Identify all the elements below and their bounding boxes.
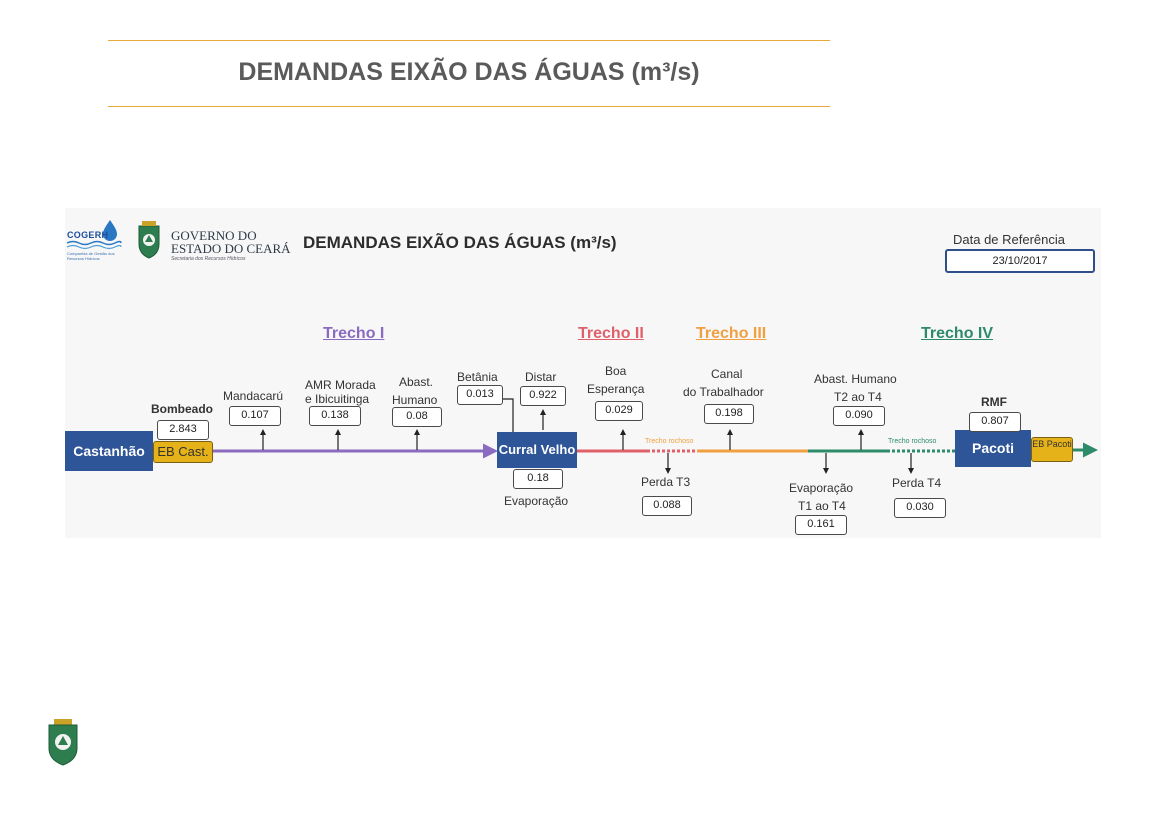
gov-name-line2: ESTADO DO CEARÁ (171, 241, 291, 256)
gov-name-line1: GOVERNO DO (171, 228, 257, 243)
trecho-4-label: Trecho IV (921, 325, 994, 342)
canal-label-line1: Canal (711, 367, 743, 381)
boa-esperanca-label-line1: Boa (605, 364, 627, 378)
abast1-label-line2: Humano (392, 393, 438, 407)
slide-title: DEMANDAS EIXÃO DAS ÁGUAS (m³/s) (238, 58, 700, 86)
node-castanhao: Castanhão (65, 431, 153, 471)
gov-secretariat: Secretaria dos Recursos Hídricos (171, 256, 246, 262)
betania-value: 0.013 (457, 385, 503, 405)
title-rule-top (108, 40, 830, 41)
trecho-2-label: Trecho II (578, 325, 644, 342)
rmf-label: RMF (981, 395, 1007, 409)
perda-t3-label: Perda T3 (641, 475, 691, 489)
waves-icon (66, 240, 122, 250)
rmf-value: 0.807 (969, 412, 1021, 432)
canal-label-line2: do Trabalhador (683, 385, 764, 399)
title-rule-bottom (108, 106, 830, 107)
mandacaru-label: Mandacarú (223, 389, 284, 403)
flow-diagram-lines (213, 389, 1098, 474)
canal-value: 0.198 (704, 404, 754, 424)
node-curral-velho: Curral Velho (497, 432, 577, 468)
cogerh-wordmark: COGERH (67, 230, 109, 240)
cogerh-logo: COGERH Companhia de Gestão dos Recursos … (65, 208, 127, 270)
node-eb-castanhao: EB Cast. (153, 441, 213, 463)
abast2-value: 0.090 (833, 406, 885, 426)
cogerh-subtitle: Companhia de Gestão dos Recursos Hídrico… (67, 251, 115, 261)
amr-value: 0.138 (309, 406, 361, 426)
diagram-title: DEMANDAS EIXÃO DAS ÁGUAS (m³/s) (303, 233, 617, 252)
boa-esperanca-value: 0.029 (595, 401, 643, 421)
perda-t4-value: 0.030 (894, 498, 946, 518)
bombeado-label: Bombeado (151, 402, 214, 416)
evaporacao-t1t4-label-line2: T1 ao T4 (798, 499, 846, 513)
evaporacao-t1t4-label-line1: Evaporação (789, 481, 854, 495)
evaporacao-curral-value: 0.18 (513, 469, 563, 489)
node-eb-pacoti: EB Pacoti (1031, 437, 1073, 462)
reference-date-value: 23/10/2017 (945, 249, 1095, 273)
footer-crest-icon (48, 719, 78, 766)
ceara-crest-icon (138, 221, 160, 259)
amr-label-line1: AMR Morada (305, 378, 376, 392)
betania-label: Betânia (457, 370, 498, 384)
amr-label-line2: e Ibicuitinga (305, 392, 370, 406)
diagram-panel: COGERH Companhia de Gestão dos Recursos … (65, 208, 1101, 538)
abast2-label-line2: T2 ao T4 (834, 390, 882, 404)
perda-t4-label: Perda T4 (892, 476, 942, 490)
trecho-1-label: Trecho I (323, 325, 385, 342)
abast1-value: 0.08 (392, 407, 442, 427)
abast1-label-line1: Abast. (399, 375, 434, 389)
rocky-stretch-label-1: Trecho rochoso (645, 438, 694, 445)
mandacaru-value: 0.107 (229, 406, 281, 426)
perda-t3-value: 0.088 (642, 496, 692, 516)
boa-esperanca-label-line2: Esperança (587, 382, 645, 396)
water-drop-icon (103, 220, 117, 241)
bombeado-value: 2.843 (157, 420, 209, 440)
trecho-3-label: Trecho III (696, 325, 767, 342)
distar-label: Distar (525, 370, 557, 384)
evaporacao-curral-label: Evaporação (504, 494, 569, 508)
distar-value: 0.922 (520, 386, 566, 406)
reference-date-label: Data de Referência (953, 232, 1066, 247)
node-pacoti: Pacoti (955, 430, 1031, 467)
abast2-label-line1: Abast. Humano (814, 372, 897, 386)
evaporacao-t1t4-value: 0.161 (795, 515, 847, 535)
rocky-stretch-label-2: Trecho rochoso (888, 438, 937, 445)
